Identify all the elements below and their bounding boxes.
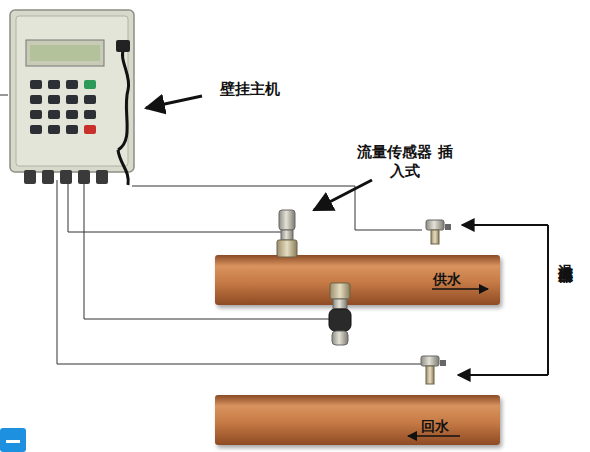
callout-arrow [146, 96, 202, 108]
callout-arrow [458, 374, 548, 376]
wall-host-device [10, 10, 134, 185]
pipe: 回水 [215, 395, 500, 445]
flow-sensor-top [277, 210, 297, 257]
corner-badge [0, 428, 26, 452]
callout-label: 流量传感器 插入式 [355, 143, 455, 181]
temperature-sensor-return [421, 356, 446, 384]
callout-arrow [462, 224, 548, 226]
callout-label: 温度传感器 [556, 252, 575, 257]
pipe: 供水 [215, 255, 500, 305]
wire [132, 186, 422, 230]
flow-direction-arrow [408, 435, 460, 437]
pipe-label: 回水 [421, 418, 449, 436]
bracket-line [547, 225, 549, 375]
temperature-sensor-supply [426, 220, 451, 244]
wire [68, 180, 282, 232]
flow-sensor-bottom [329, 283, 351, 345]
pipe-label: 供水 [433, 271, 461, 289]
callout-arrow [314, 180, 372, 210]
flow-direction-arrow [432, 288, 488, 290]
callout-label: 壁挂主机 [205, 80, 295, 99]
corner-badge-mark [6, 440, 20, 443]
edge-mark [0, 95, 8, 96]
